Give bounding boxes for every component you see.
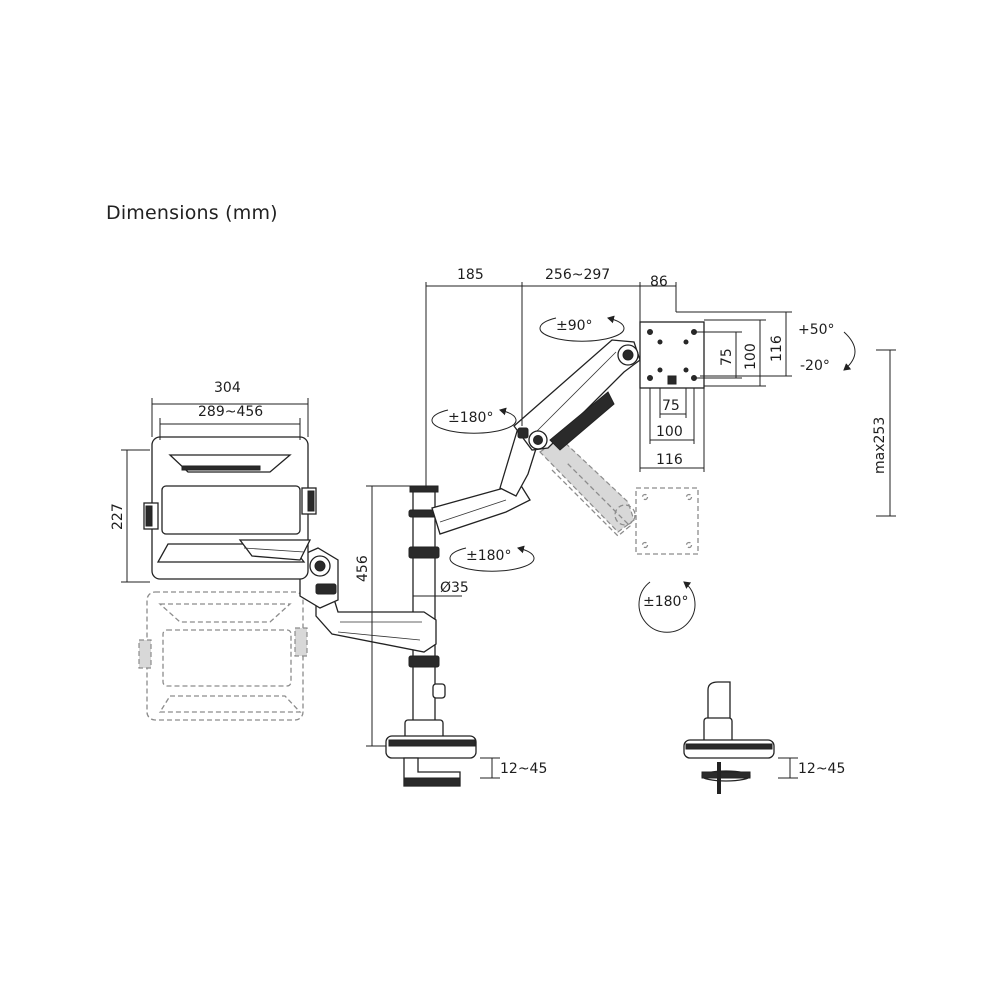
- dim-laptop-width: 304: [214, 380, 241, 396]
- grommet-base: [683, 681, 775, 794]
- dim-vesa-depth: 86: [650, 274, 668, 290]
- dim-vesa-h-116: 116: [769, 335, 785, 362]
- pole: [404, 485, 446, 747]
- dim-vesa-h-100: 100: [743, 343, 759, 370]
- lower-arm: [299, 547, 437, 653]
- angle-tilt-up: +50°: [798, 322, 835, 338]
- dim-vesa-h-75: 75: [719, 348, 735, 366]
- dim-vesa-w-116: 116: [656, 452, 683, 468]
- dim-vesa-w-100: 100: [656, 424, 683, 440]
- dim-grommet-range: 12~45: [798, 761, 845, 777]
- dim-laptop-height: 227: [110, 503, 126, 530]
- dimension-lines: [121, 282, 896, 779]
- dim-vesa-w-75: 75: [662, 398, 680, 414]
- dim-pole-diameter: Ø35: [440, 580, 469, 596]
- dim-pole-height: 456: [355, 555, 371, 582]
- dimension-labels: 185 256~297 86 304 289~456 227 456 Ø35 7…: [110, 267, 888, 777]
- upper-arm: [431, 339, 641, 535]
- angle-swivel-180-upper: ±180°: [448, 410, 493, 426]
- laptop-tray: [143, 436, 317, 580]
- angle-tilt-down: -20°: [800, 358, 830, 374]
- angle-labels: ±90° +50° -20° ±180° ±180° ±180°: [448, 318, 835, 610]
- diagram-title: Dimensions (mm): [106, 202, 278, 224]
- ghost-laptop-tray: [138, 585, 319, 721]
- dim-arm-1: 185: [457, 267, 484, 283]
- clamp-base: [385, 735, 477, 787]
- ghost-monitor-plate: [635, 487, 699, 555]
- dim-max-height: max253: [872, 417, 888, 474]
- rotation-arrows: [431, 315, 856, 633]
- angle-rotate-180: ±180°: [643, 594, 688, 610]
- dim-arm-2: 256~297: [545, 267, 610, 283]
- vesa-plate: [639, 321, 705, 389]
- angle-swivel-180-joint: ±180°: [466, 548, 511, 564]
- dim-laptop-width-range: 289~456: [198, 404, 263, 420]
- angle-swivel-90: ±90°: [556, 318, 593, 334]
- dim-clamp-range: 12~45: [500, 761, 547, 777]
- ghost-upper-arm: [539, 437, 636, 537]
